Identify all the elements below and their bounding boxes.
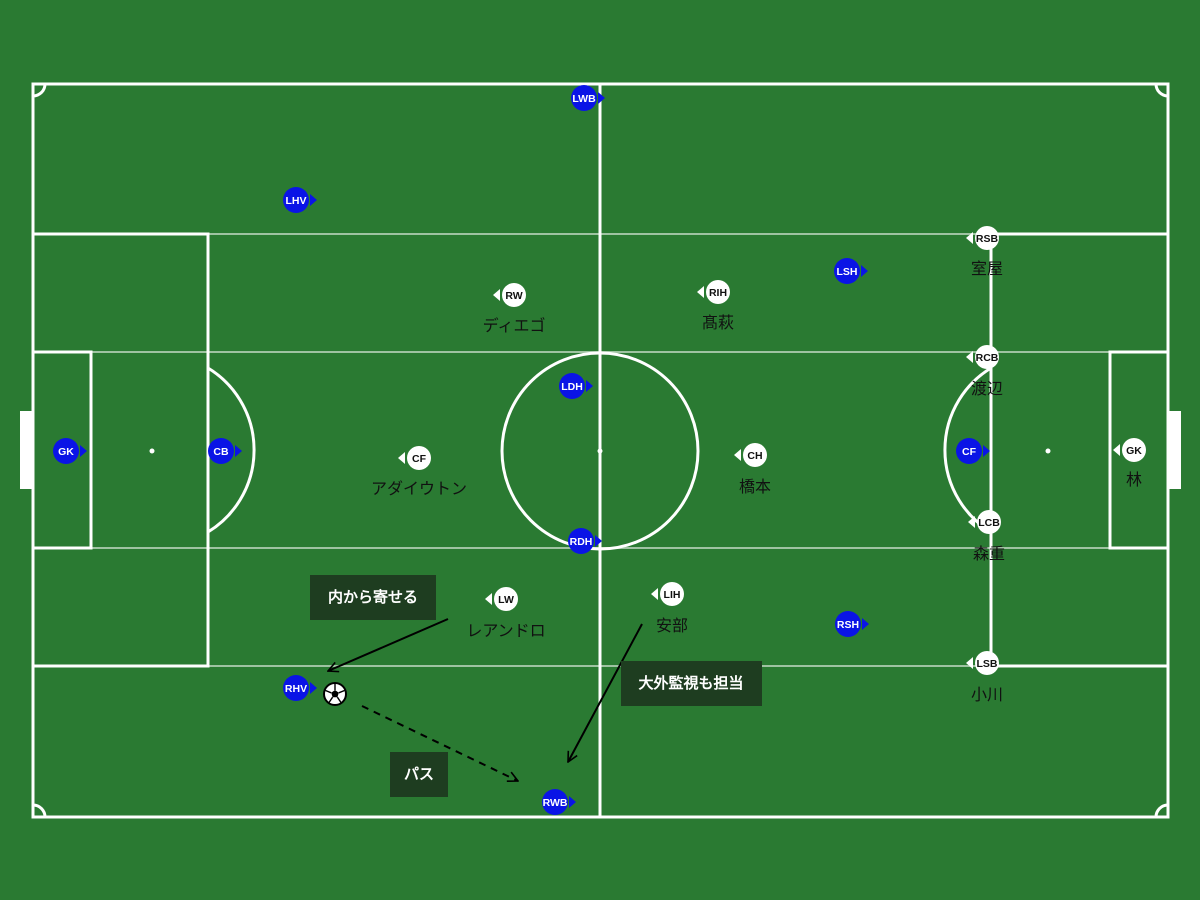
note-press-inside: 内から寄せる xyxy=(310,575,436,620)
white-player-rih-name: 髙萩 xyxy=(702,313,734,332)
white-player-cf[interactable]: CF アダイウトン xyxy=(371,446,467,498)
white-player-ch-name: 橋本 xyxy=(739,477,771,496)
arrow-outside-watch xyxy=(567,623,643,762)
note-press-inside-text: 内から寄せる xyxy=(328,588,418,606)
blue-player-gk[interactable]: GK xyxy=(53,438,87,464)
note-pass: パス xyxy=(390,752,448,797)
blue-player-rdh[interactable]: RDH xyxy=(568,528,602,554)
left-penalty-arc xyxy=(207,366,256,534)
blue-player-cb-label: CB xyxy=(213,446,229,458)
left-goal xyxy=(20,411,33,489)
white-player-lcb-name: 森重 xyxy=(973,544,1005,563)
white-player-rcb-label: RCB xyxy=(976,352,999,364)
white-player-rsb[interactable]: RSB 室屋 xyxy=(966,226,1003,278)
white-player-rw-label: RW xyxy=(505,290,522,302)
blue-player-rhv-label: RHV xyxy=(285,683,307,695)
soccer-ball-icon[interactable] xyxy=(323,682,347,706)
white-player-lw[interactable]: LW レアンドロ xyxy=(466,587,546,640)
white-team: GK 林 RSB 室屋 RCB 渡辺 LCB 森重 LSB 小川 RIH 髙萩 xyxy=(371,226,1146,704)
white-player-gk-name: 林 xyxy=(1126,470,1142,489)
white-player-lih[interactable]: LIH 安部 xyxy=(651,582,688,635)
white-player-rcb[interactable]: RCB 渡辺 xyxy=(966,345,1003,398)
blue-player-rsh[interactable]: RSH xyxy=(835,611,869,637)
white-player-cf-name: アダイウトン xyxy=(371,479,467,498)
white-player-rcb-name: 渡辺 xyxy=(971,379,1003,398)
white-player-ch-label: CH xyxy=(747,450,762,462)
white-player-rw-name: ディエゴ xyxy=(483,316,546,335)
arrows xyxy=(328,618,643,781)
white-player-rsb-name: 室屋 xyxy=(971,259,1003,278)
white-player-lih-label: LIH xyxy=(664,589,681,601)
white-player-lsb[interactable]: LSB 小川 xyxy=(966,651,1003,704)
white-player-gk-label: GK xyxy=(1126,445,1142,457)
blue-player-rhv[interactable]: RHV xyxy=(283,675,317,701)
blue-player-lhv[interactable]: LHV xyxy=(283,187,317,213)
white-player-gk[interactable]: GK 林 xyxy=(1113,438,1146,489)
blue-player-lwb-label: LWB xyxy=(572,93,596,105)
blue-player-lwb[interactable]: LWB xyxy=(571,85,605,111)
blue-player-lsh-label: LSH xyxy=(837,266,858,278)
white-player-lsb-label: LSB xyxy=(977,658,998,670)
blue-player-rsh-label: RSH xyxy=(837,619,859,631)
blue-player-rwb-label: RWB xyxy=(543,797,568,809)
white-player-rih-label: RIH xyxy=(709,287,727,299)
right-penalty-spot xyxy=(1045,448,1051,454)
corner-arc-bottom-left xyxy=(32,803,47,818)
blue-player-rdh-label: RDH xyxy=(570,536,593,548)
left-penalty-spot xyxy=(149,448,155,454)
blue-player-cb[interactable]: CB xyxy=(208,438,242,464)
right-penalty-arc xyxy=(943,366,992,534)
white-player-rih[interactable]: RIH 髙萩 xyxy=(697,280,734,332)
white-player-lcb-label: LCB xyxy=(978,517,1000,529)
note-outside-watch: 大外監視も担当 xyxy=(621,661,762,706)
white-player-lw-label: LW xyxy=(498,594,514,606)
note-pass-text: パス xyxy=(404,765,434,783)
blue-player-cf[interactable]: CF xyxy=(956,438,990,464)
corner-arc-top-left xyxy=(32,83,47,98)
center-spot xyxy=(597,448,603,454)
corner-arc-top-right xyxy=(1154,83,1169,98)
blue-player-ldh-label: LDH xyxy=(561,381,583,393)
arrow-press-inside xyxy=(328,618,449,671)
white-player-lsb-name: 小川 xyxy=(971,685,1003,704)
blue-player-gk-label: GK xyxy=(58,446,74,458)
blue-player-ldh[interactable]: LDH xyxy=(559,373,593,399)
arrow-pass xyxy=(361,705,518,781)
note-outside-watch-text: 大外監視も担当 xyxy=(638,674,743,692)
white-player-ch[interactable]: CH 橋本 xyxy=(734,443,771,496)
white-player-lih-name: 安部 xyxy=(656,616,688,635)
blue-team: GK CB LHV RHV LWB RWB LDH RDH xyxy=(53,85,990,815)
blue-player-cf-label: CF xyxy=(962,446,977,458)
blue-player-lsh[interactable]: LSH xyxy=(834,258,868,284)
white-player-rsb-label: RSB xyxy=(976,233,999,245)
corner-arc-bottom-right xyxy=(1154,803,1169,818)
white-player-lw-name: レアンドロ xyxy=(466,621,545,640)
white-player-lcb[interactable]: LCB 森重 xyxy=(968,510,1005,563)
white-player-rw[interactable]: RW ディエゴ xyxy=(483,283,546,335)
right-goal xyxy=(1168,411,1181,489)
blue-player-rwb[interactable]: RWB xyxy=(542,789,576,815)
white-player-cf-label: CF xyxy=(412,453,427,465)
blue-player-lhv-label: LHV xyxy=(286,195,307,207)
